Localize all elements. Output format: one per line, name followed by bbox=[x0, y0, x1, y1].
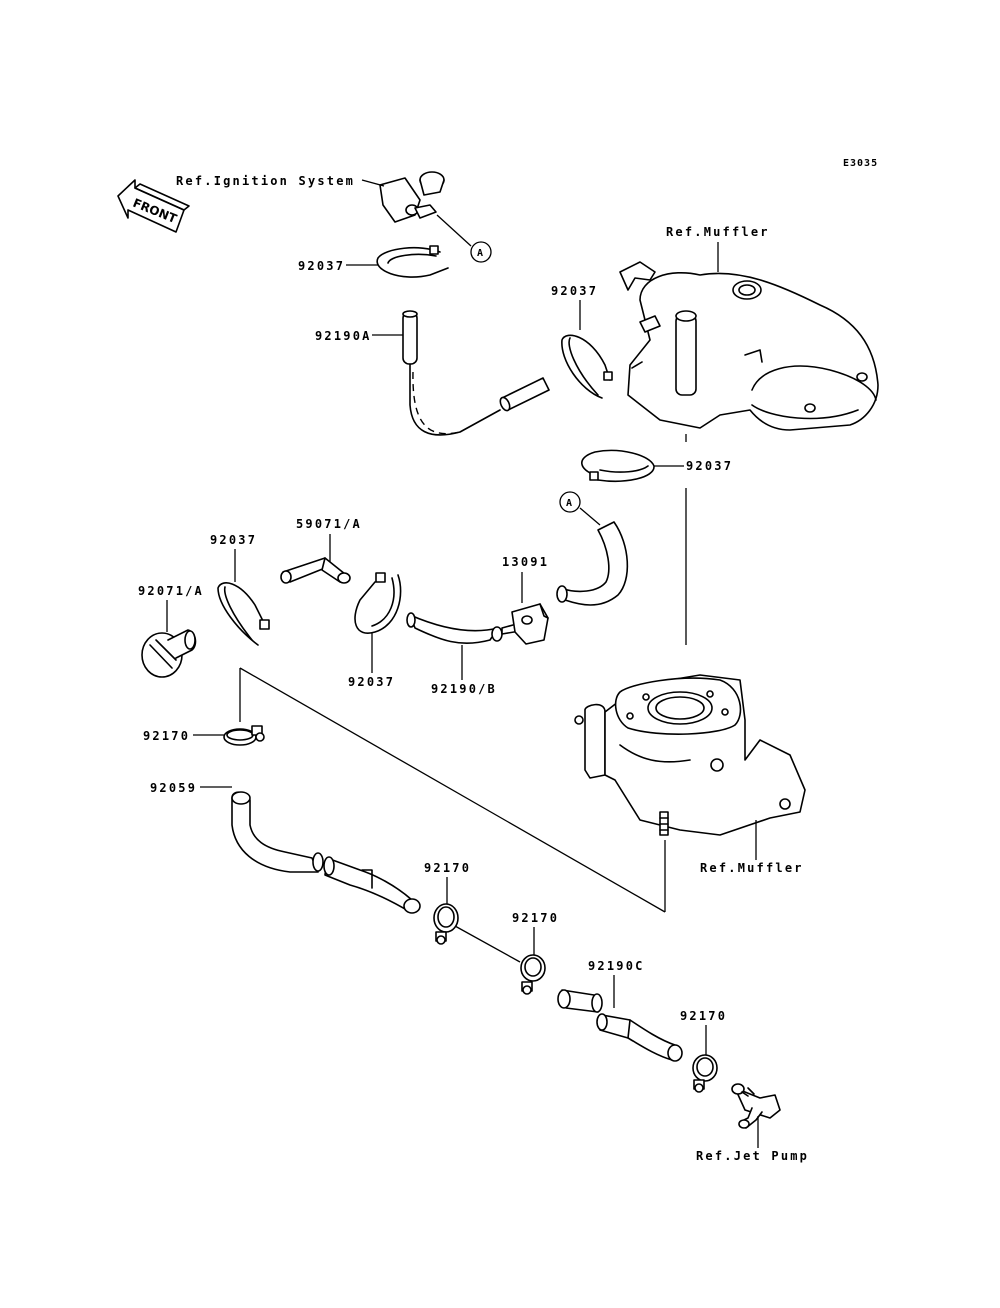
part-59071a: 59071/A bbox=[296, 517, 362, 531]
band-clamp-icon bbox=[376, 245, 449, 278]
part-92170-d: 92170 bbox=[680, 1009, 727, 1023]
part-92037-c: 92037 bbox=[686, 459, 733, 473]
long-hose-icon bbox=[231, 791, 421, 914]
callout-a-mid-letter: A bbox=[566, 498, 573, 509]
cap-icon bbox=[141, 629, 197, 678]
band-clamp-icon bbox=[217, 582, 270, 646]
band-clamp-icon bbox=[354, 572, 402, 634]
part-92037-e: 92037 bbox=[348, 675, 395, 689]
part-92059: 92059 bbox=[150, 781, 197, 795]
hose-bend-icon bbox=[406, 612, 503, 644]
hose-clamp-icon bbox=[692, 1054, 718, 1093]
ignition-fitting-icon bbox=[379, 171, 445, 223]
ref-muffler-top-label: Ref.Muffler bbox=[666, 225, 770, 239]
part-92190b: 92190/B bbox=[431, 682, 497, 696]
hose-clamp-icon bbox=[433, 903, 459, 945]
upper-muffler-icon bbox=[619, 261, 879, 431]
part-92170-a: 92170 bbox=[143, 729, 190, 743]
ref-ignition-label: Ref.Ignition System bbox=[176, 174, 355, 188]
part-92037-b: 92037 bbox=[551, 284, 598, 298]
part-92071a: 92071/A bbox=[138, 584, 204, 598]
hose-segment-icon bbox=[557, 989, 683, 1062]
part-92190a: 92190A bbox=[315, 329, 372, 343]
part-13091: 13091 bbox=[502, 555, 549, 569]
callout-a-top-letter: A bbox=[477, 248, 484, 259]
pipe-fitting-icon bbox=[280, 557, 351, 584]
diagram-code: E3035 bbox=[843, 158, 878, 169]
part-92037-a: 92037 bbox=[298, 259, 345, 273]
lower-muffler-icon bbox=[574, 674, 806, 836]
part-92190c: 92190C bbox=[588, 959, 645, 973]
ref-muffler-bottom-label: Ref.Muffler bbox=[700, 861, 804, 875]
elbow-fitting-icon bbox=[731, 1083, 781, 1129]
hose-bend-icon bbox=[556, 521, 629, 606]
hose-segment-icon bbox=[402, 310, 550, 412]
band-clamp-icon bbox=[561, 334, 613, 399]
callout-a-top bbox=[470, 241, 492, 263]
part-92170-b: 92170 bbox=[424, 861, 471, 875]
callout-a-mid bbox=[559, 491, 581, 513]
hose-clamp-icon bbox=[520, 954, 546, 995]
part-92037-d: 92037 bbox=[210, 533, 257, 547]
part-92170-c: 92170 bbox=[512, 911, 559, 925]
hose-clamp-icon bbox=[223, 725, 265, 746]
band-clamp-icon bbox=[581, 449, 655, 483]
bracket-icon bbox=[501, 603, 549, 645]
ref-jet-pump-label: Ref.Jet Pump bbox=[696, 1149, 809, 1163]
